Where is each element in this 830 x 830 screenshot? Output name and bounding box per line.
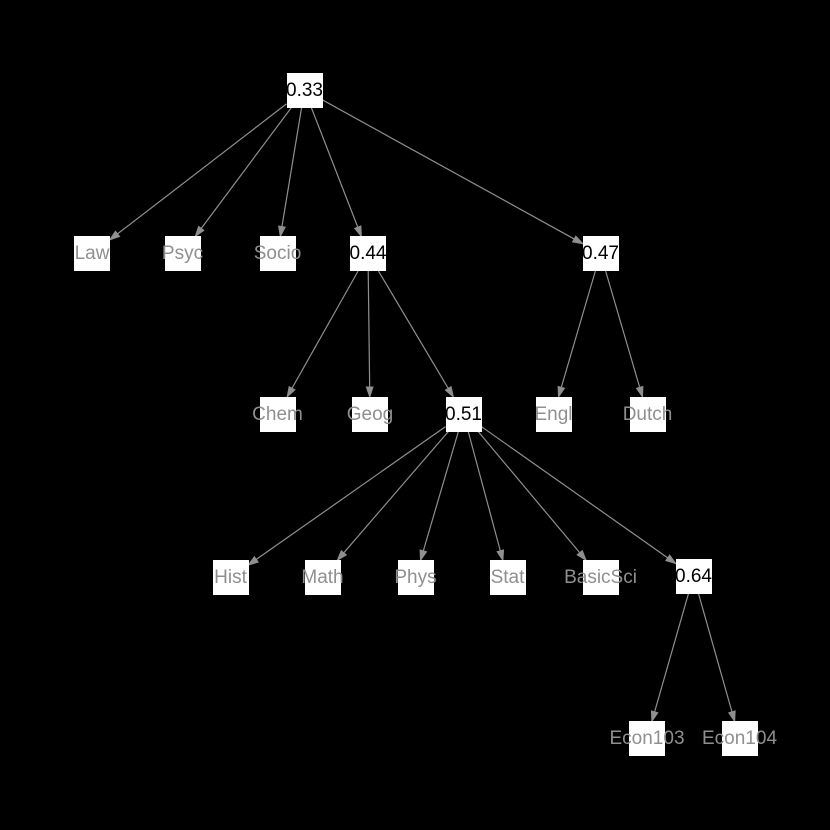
node-label: Math xyxy=(301,567,344,588)
tree-node-engl: Engl xyxy=(534,396,573,432)
arrowhead-icon xyxy=(108,230,121,241)
edge-n033-to-socio xyxy=(280,107,303,231)
node-label: Socio xyxy=(253,243,302,264)
arrowhead-icon xyxy=(278,225,286,238)
arrowhead-icon xyxy=(635,385,644,399)
arrowhead-icon xyxy=(286,385,296,399)
node-label: Dutch xyxy=(622,403,673,425)
edge-n033-to-law xyxy=(113,103,287,237)
node-label: Chem xyxy=(252,403,303,425)
node-label: BasicSci xyxy=(564,567,637,588)
tree-node-n033: 0.33 xyxy=(286,72,323,108)
arrowhead-icon xyxy=(650,710,659,723)
arrowhead-icon xyxy=(496,549,505,562)
edge-n044-to-n051 xyxy=(377,270,451,393)
tree-node-chem: Chem xyxy=(252,396,303,432)
tree-node-psyc: Psyc xyxy=(161,236,204,271)
arrowhead-icon xyxy=(444,385,455,399)
arrowhead-icon xyxy=(194,225,205,238)
edge-n051-to-hist xyxy=(252,426,446,563)
tree-node-phys: Phys xyxy=(394,560,437,595)
arrowhead-icon xyxy=(557,385,566,399)
arrowhead-icon xyxy=(336,549,348,562)
edge-n051-to-basicsci xyxy=(477,431,583,557)
arrowhead-icon xyxy=(419,549,428,562)
node-label: Econ104 xyxy=(702,728,778,749)
tree-node-stat: Stat xyxy=(489,560,526,595)
edge-n051-to-math xyxy=(340,431,449,557)
arrowhead-icon xyxy=(727,710,736,723)
tree-node-econ104: Econ104 xyxy=(702,721,777,756)
edge-n051-to-n064 xyxy=(481,426,672,561)
node-label: 0.64 xyxy=(675,565,712,587)
node-label: Geog xyxy=(346,403,394,425)
node-label: 0.44 xyxy=(349,243,387,264)
edge-n051-to-stat xyxy=(467,431,503,556)
edge-n033-to-n044 xyxy=(310,107,360,232)
tree-node-hist: Hist xyxy=(212,560,249,595)
arrowhead-icon xyxy=(353,225,362,238)
arrowhead-icon xyxy=(365,386,374,399)
tree-node-n051: 0.51 xyxy=(445,396,482,432)
edge-n044-to-geog xyxy=(367,270,371,392)
tree-node-socio: Socio xyxy=(254,236,301,271)
arrowhead-icon xyxy=(246,555,259,567)
node-label: Engl xyxy=(534,403,573,425)
tree-node-econ103: Econ103 xyxy=(610,721,685,756)
tree-node-geog: Geog xyxy=(347,396,393,432)
tree-node-law: Law xyxy=(74,236,110,271)
tree-node-n064: 0.64 xyxy=(675,558,712,594)
edge-n033-to-n047 xyxy=(322,99,579,242)
tree-node-dutch: Dutch xyxy=(623,396,672,432)
edge-n047-to-engl xyxy=(559,270,596,392)
node-label: Law xyxy=(74,243,110,264)
tree-node-n044: 0.44 xyxy=(349,236,387,271)
node-label: 0.47 xyxy=(582,243,619,264)
tree-node-math: Math xyxy=(301,560,344,595)
edge-n044-to-chem xyxy=(289,270,359,393)
edge-n064-to-econ103 xyxy=(652,593,690,717)
edge-n064-to-econ104 xyxy=(697,593,734,717)
edge-n033-to-psyc xyxy=(198,107,292,233)
arrowhead-icon xyxy=(576,549,588,562)
node-label: Stat xyxy=(490,567,525,588)
arrowhead-icon xyxy=(665,554,678,565)
node-label: Phys xyxy=(394,567,437,588)
node-label: Hist xyxy=(214,567,247,588)
node-label: Psyc xyxy=(161,243,204,264)
edge-n051-to-phys xyxy=(421,431,459,556)
tree-node-basicsci: BasicSci xyxy=(564,560,637,595)
tree-node-n047: 0.47 xyxy=(582,236,619,271)
arrowhead-icon xyxy=(571,235,585,245)
edge-n047-to-dutch xyxy=(605,270,642,392)
node-label: 0.33 xyxy=(286,79,323,101)
node-label: Econ103 xyxy=(609,728,685,749)
node-label: 0.51 xyxy=(445,403,482,425)
